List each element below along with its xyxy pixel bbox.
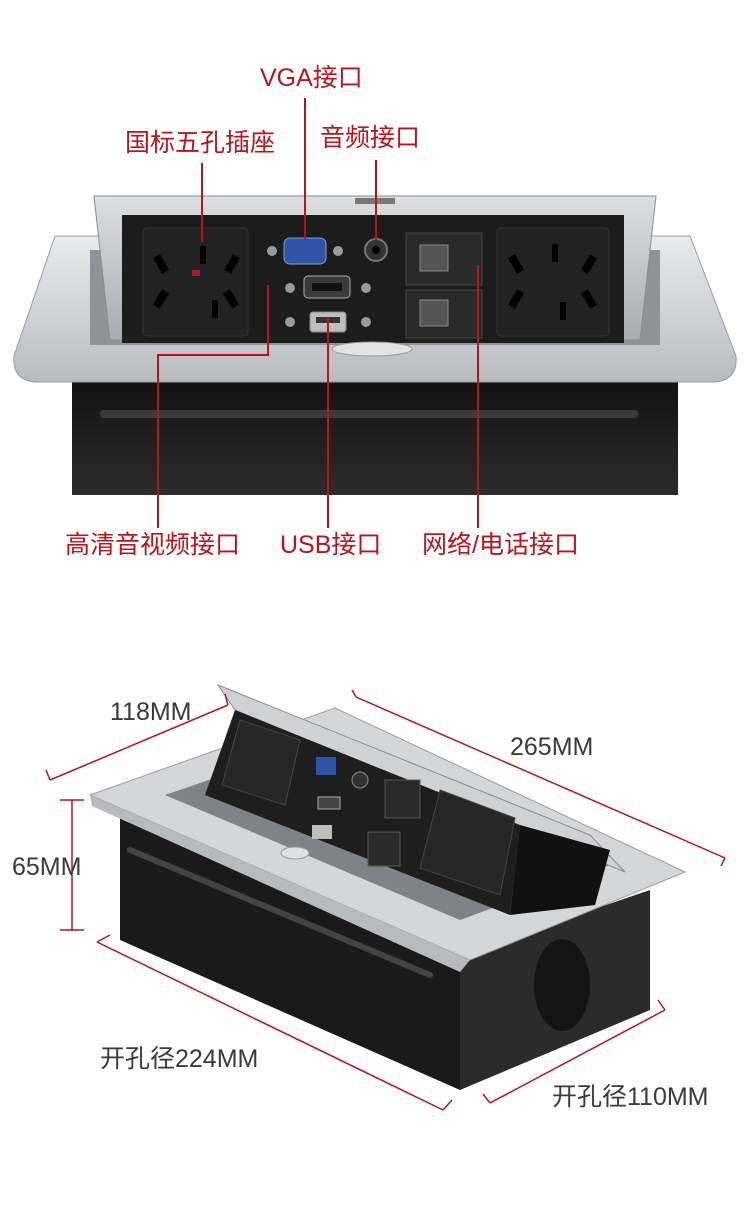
dimension-length: 265MM: [510, 733, 594, 761]
dimension-cutout-width: 开孔径110MM: [552, 1083, 709, 1111]
five-hole-outlet-left: [142, 227, 249, 337]
five-hole-outlet-right: [496, 227, 610, 337]
hdmi-port: [285, 275, 371, 299]
vga-port: [267, 237, 343, 265]
label-hdmi: 高清音视频接口: [65, 531, 241, 559]
housing-body: [72, 375, 678, 495]
label-network-phone: 网络/电话接口: [422, 531, 579, 559]
label-audio: 音频接口: [320, 124, 421, 152]
dimension-height: 65MM: [12, 853, 82, 881]
network-ports: [405, 232, 483, 339]
label-usb: USB接口: [280, 531, 382, 559]
popup-lid-iso: [216, 683, 626, 873]
dimension-depth: 118MM: [110, 698, 192, 726]
dimension-cutout-length: 开孔径224MM: [100, 1045, 259, 1073]
release-button: [331, 341, 413, 357]
front-view-illustration: [13, 98, 737, 528]
label-vga: VGA接口: [260, 64, 363, 92]
label-five-hole-socket: 国标五孔插座: [125, 129, 276, 157]
